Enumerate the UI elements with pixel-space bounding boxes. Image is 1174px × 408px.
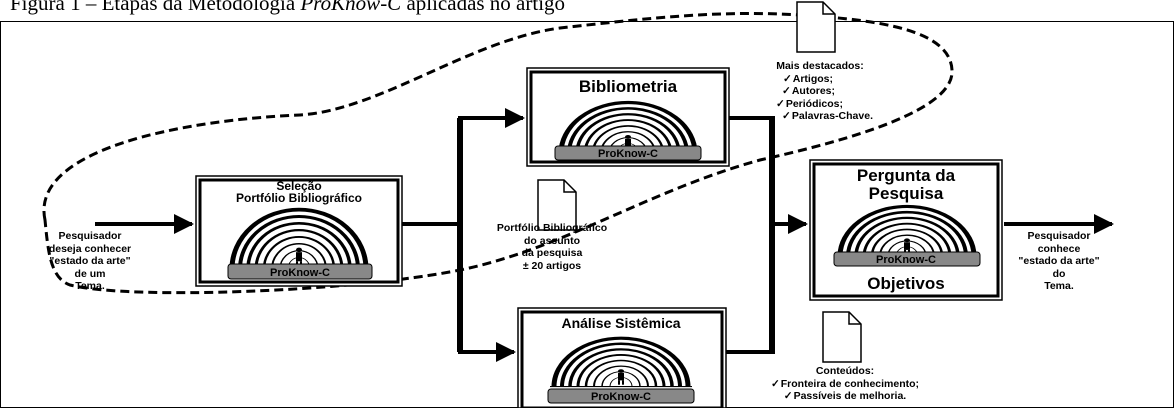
output-label: Pesquisador conhece "estado da arte" do … bbox=[1005, 230, 1113, 293]
caption-prefix: Figura 1 – Etapas da Metodologia bbox=[10, 0, 301, 15]
conteudos-item: Fronteira de conhecimento; bbox=[720, 378, 970, 391]
pergunta-title1: Pergunta da bbox=[857, 166, 956, 185]
caption-method: ProKnow-C bbox=[300, 0, 402, 15]
conteudos-item: Passíveis de melhoria. bbox=[720, 390, 970, 403]
output-label-line: "estado da arte" bbox=[1018, 255, 1100, 267]
tunnel-icon-bibliometria bbox=[526, 67, 730, 167]
analise-title: Análise Sistêmica bbox=[561, 315, 680, 331]
document-icon-conteudos bbox=[822, 311, 862, 363]
scope-dashed-outline bbox=[42, 11, 954, 295]
tunnel-label-analise: ProKnow-C bbox=[591, 391, 651, 403]
tunnel-label-pergunta: ProKnow-C bbox=[876, 254, 936, 266]
input-label-line: de um bbox=[74, 267, 106, 280]
destacados-list: Mais destacados: Artigos; Autores; Perió… bbox=[745, 60, 895, 123]
caption-suffix: aplicadas no artigo bbox=[401, 0, 566, 15]
pergunta-bottom: Objetivos bbox=[867, 274, 944, 293]
input-label-line: deseja conhecer bbox=[48, 242, 132, 255]
input-label-line: Tema. bbox=[75, 280, 105, 292]
portfolio-note-line: ± 20 artigos bbox=[522, 259, 582, 272]
input-label-line: Pesquisador bbox=[58, 230, 122, 242]
portfolio-note: Portfólio Bibliográfico do assunto da pe… bbox=[477, 222, 627, 272]
selecao-line1: Seleção bbox=[276, 179, 321, 193]
pergunta-title2: Pesquisa bbox=[869, 184, 944, 203]
tunnel-icon-selecao bbox=[195, 175, 403, 287]
figure-caption: Figura 1 – Etapas da Metodologia ProKnow… bbox=[10, 0, 565, 16]
document-icon-destacados bbox=[796, 1, 836, 53]
destacados-item: Autores; bbox=[745, 85, 895, 98]
portfolio-note-line: do assunto bbox=[523, 234, 580, 247]
portfolio-note-line: Portfólio Bibliográfico bbox=[496, 222, 608, 234]
input-label-line: "estado da arte" bbox=[49, 255, 131, 267]
destacados-item: Periódicos; bbox=[745, 98, 895, 111]
output-label-line: do bbox=[1052, 267, 1066, 280]
tunnel-icon-analise bbox=[517, 307, 727, 408]
output-label-line: conhece bbox=[1037, 242, 1081, 255]
tunnel-label-bibliometria: ProKnow-C bbox=[598, 148, 658, 160]
output-label-line: Tema. bbox=[1044, 280, 1074, 292]
input-label: Pesquisador deseja conhecer "estado da a… bbox=[40, 230, 140, 293]
conteudos-list: Conteúdos: Fronteira de conhecimento; Pa… bbox=[720, 365, 970, 403]
tunnel-icon-pergunta bbox=[809, 159, 1003, 301]
conteudos-heading: Conteúdos: bbox=[815, 365, 875, 377]
destacados-heading: Mais destacados: bbox=[776, 60, 864, 72]
destacados-item: Palavras-Chave. bbox=[745, 110, 895, 123]
output-label-line: Pesquisador bbox=[1027, 230, 1091, 242]
tunnel-label-selecao: ProKnow-C bbox=[270, 267, 330, 279]
destacados-item: Artigos; bbox=[745, 73, 895, 86]
portfolio-note-line: da pesquisa bbox=[521, 247, 583, 259]
selecao-line2: Portfólio Bibliográfico bbox=[236, 191, 362, 205]
bibliometria-title: Bibliometria bbox=[579, 77, 678, 96]
